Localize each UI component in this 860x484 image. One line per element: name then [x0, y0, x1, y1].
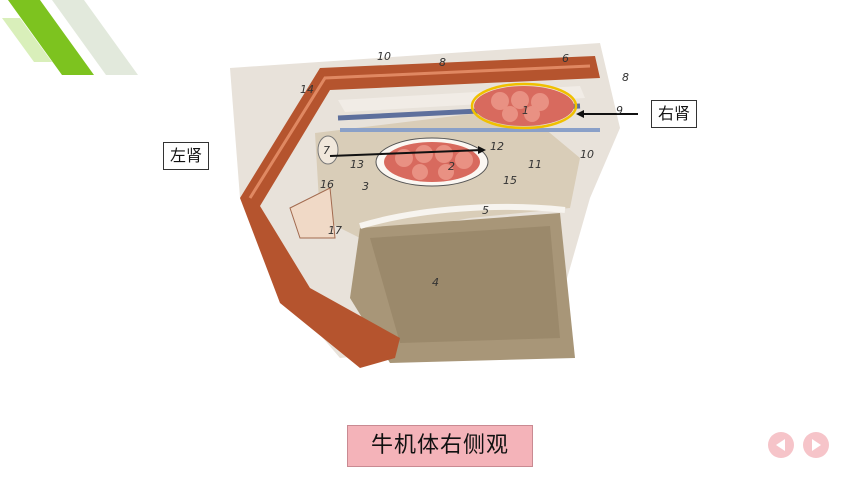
- chevron-left-icon: [776, 439, 785, 451]
- figure-number: 6: [562, 52, 569, 65]
- figure-number: 4: [432, 276, 439, 289]
- corner-chevron-decoration: [2, 0, 138, 75]
- figure-number: 12: [490, 140, 504, 153]
- chevron-right-icon: [812, 439, 821, 451]
- figure-number: 10: [377, 50, 391, 63]
- figure-number: 1: [522, 104, 529, 117]
- figure-number: 13: [350, 158, 364, 171]
- right-kidney-label: 右肾: [651, 100, 698, 128]
- next-slide-button[interactable]: [803, 432, 829, 458]
- figure-number: 7: [323, 144, 330, 157]
- figure-number: 2: [448, 160, 455, 173]
- figure-number: 15: [503, 174, 517, 187]
- figure-number: 16: [320, 178, 334, 191]
- figure-number: 8: [622, 71, 629, 84]
- left-kidney-label: 左肾: [163, 142, 210, 170]
- anatomy-figure: 10 8 6 8 14 9 1 10 7 12 11 13 2 15 16 3 …: [230, 43, 638, 368]
- prev-slide-button[interactable]: [768, 432, 794, 458]
- figure-number: 5: [482, 204, 489, 217]
- figure-caption: 牛机体右侧观: [347, 425, 533, 467]
- figure-number: 9: [616, 104, 623, 117]
- figure-number: 17: [328, 224, 342, 237]
- figure-number: 8: [439, 56, 446, 69]
- figure-number: 3: [362, 180, 369, 193]
- figure-number: 10: [580, 148, 594, 161]
- figure-number: 11: [528, 158, 542, 171]
- figure-number: 14: [300, 83, 314, 96]
